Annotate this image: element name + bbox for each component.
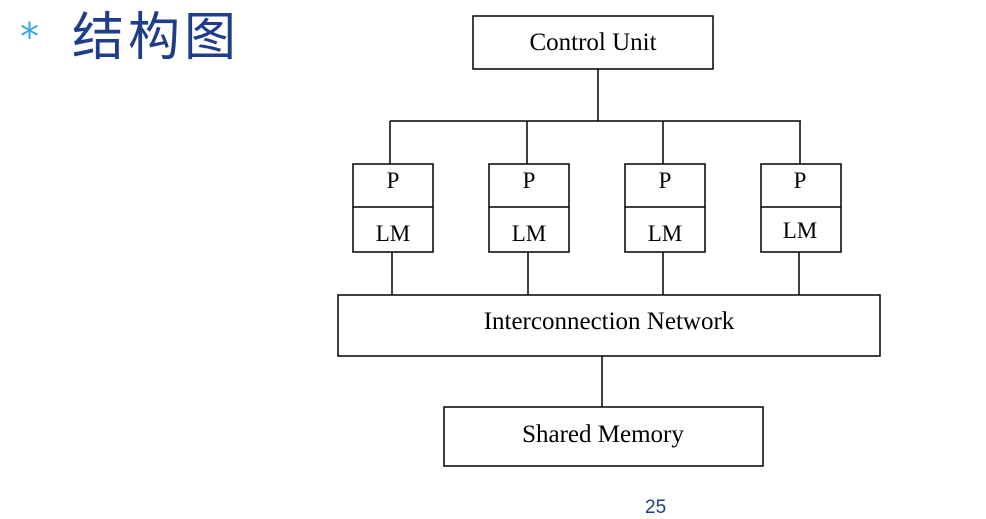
processor-label-2: P: [523, 168, 536, 193]
page-number: 25: [645, 497, 667, 518]
processor-box-1: [352, 163, 434, 253]
control-unit-label: Control Unit: [529, 29, 656, 56]
local-memory-label-3: LM: [648, 221, 683, 246]
shared-memory-label: Shared Memory: [522, 421, 684, 448]
local-memory-label-2: LM: [512, 221, 547, 246]
network-box: [337, 294, 881, 357]
control-unit-box: [472, 15, 714, 70]
shared-memory-box: [443, 406, 764, 467]
bullet-icon: *: [20, 15, 39, 59]
processor-box-2: [488, 163, 570, 253]
slide-title: 结构图: [72, 8, 241, 68]
processor-box-3: [624, 163, 706, 253]
processor-label-1: P: [387, 168, 400, 193]
processor-box-4: [760, 163, 842, 253]
processor-label-4: P: [794, 168, 807, 193]
local-memory-label-4: LM: [783, 218, 818, 243]
network-label: Interconnection Network: [484, 308, 735, 335]
local-memory-label-1: LM: [376, 221, 411, 246]
processor-label-3: P: [659, 168, 672, 193]
